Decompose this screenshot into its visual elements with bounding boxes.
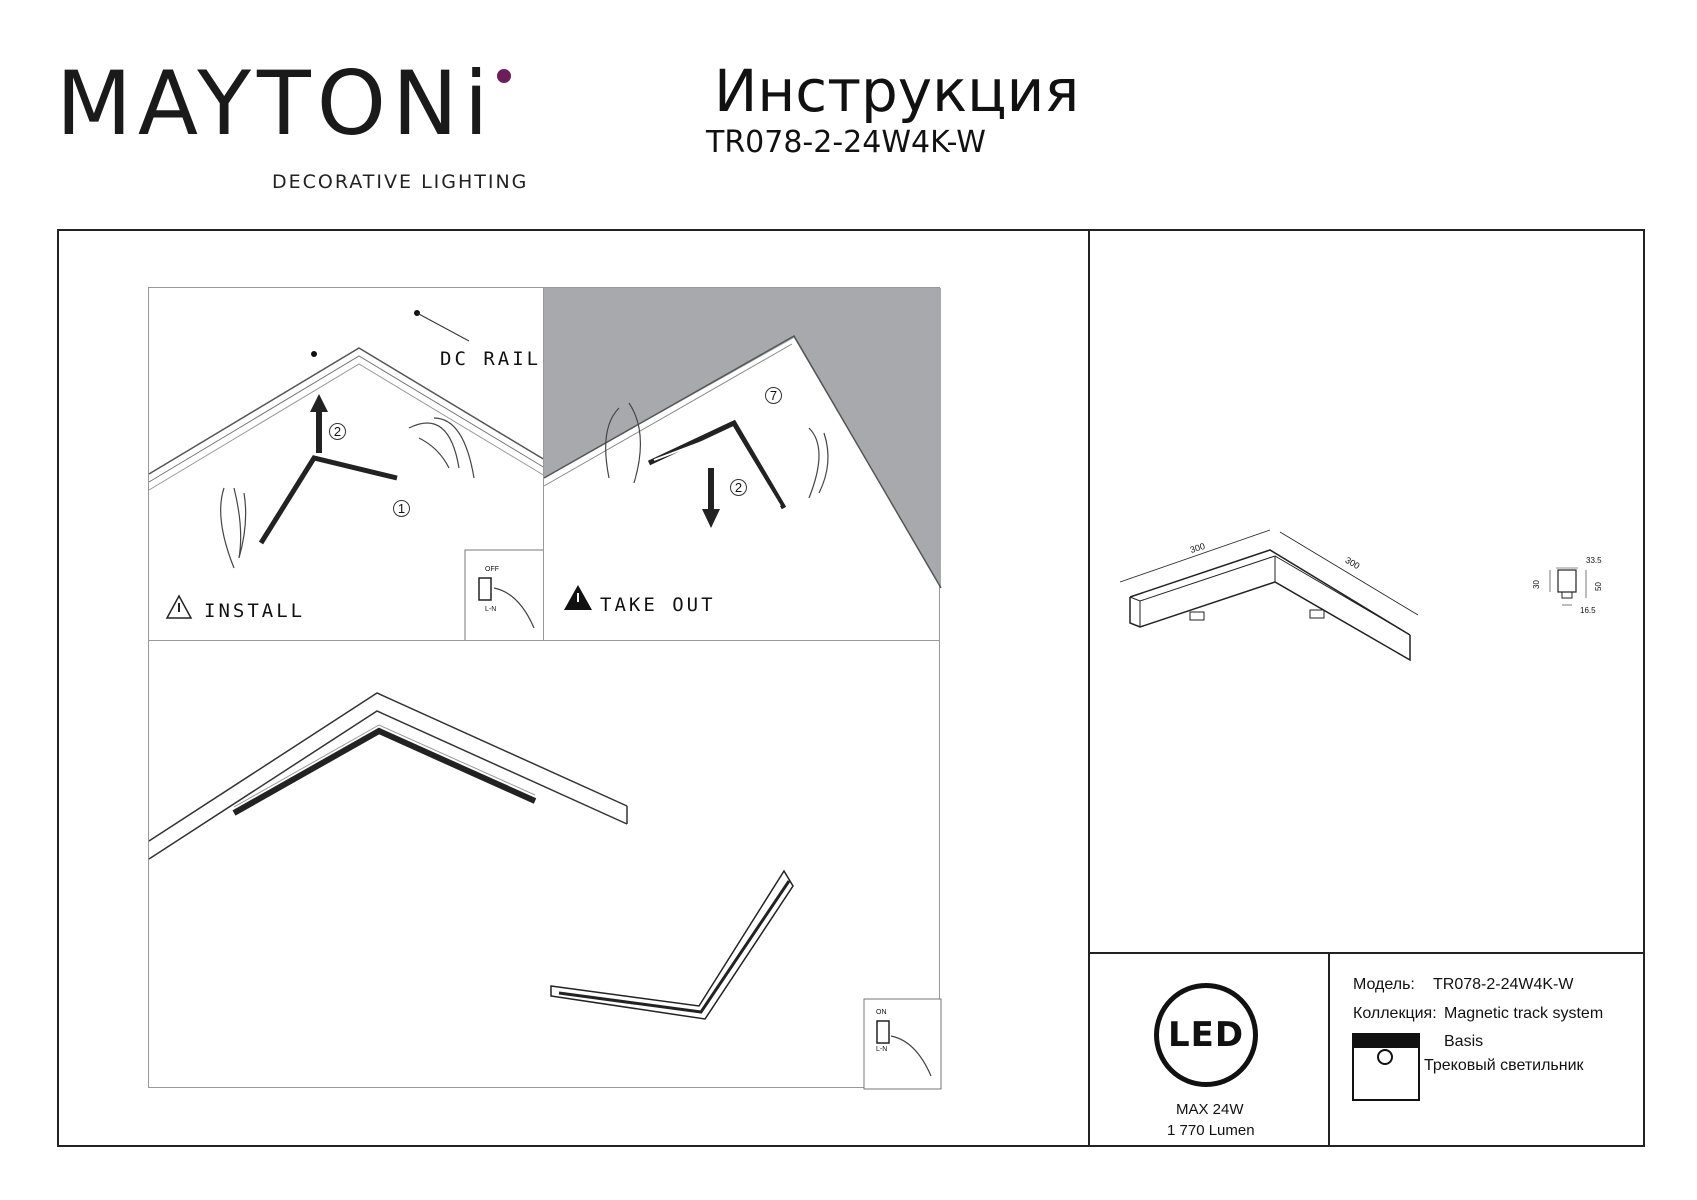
frame-divider-spec <box>1328 952 1330 1147</box>
brand-logo: MAYTONi <box>56 52 495 155</box>
takeout-illustration <box>543 288 942 610</box>
install-label: INSTALL <box>204 600 306 622</box>
track-light-icon <box>1352 1033 1420 1101</box>
content-frame <box>57 229 1645 1147</box>
takeout-panel: 7 2 TAKE OUT <box>543 287 942 641</box>
dimension-width: 33.5 <box>1586 556 1602 565</box>
takeout-label: TAKE OUT <box>600 594 716 616</box>
document-title: Инструкция <box>714 57 1080 125</box>
dc-rail-label: DC RAIL <box>440 348 542 370</box>
brand-subtitle: DECORATIVE LIGHTING <box>272 171 529 193</box>
document-model: TR078-2-24W4K-W <box>706 125 986 160</box>
frame-divider-vertical <box>1088 229 1090 1147</box>
takeout-step-1-marker: 7 <box>765 387 782 404</box>
install-step-1-marker: 1 <box>393 500 410 517</box>
install-illustration <box>148 310 546 643</box>
bottom-switch-ln-label: L-N <box>876 1046 888 1053</box>
led-badge: LED <box>1154 983 1258 1087</box>
collection-value: Magnetic track system <box>1444 1005 1604 1022</box>
install-panel: DC RAIL 2 1 OFF L-N INSTALL <box>148 287 546 643</box>
product-type: Трековый светильник <box>1424 1057 1584 1074</box>
mounted-lamp-panel: ON L-N <box>148 640 942 1090</box>
collection-sub: Basis <box>1444 1033 1484 1050</box>
max-power: MAX 24W <box>1176 1101 1244 1118</box>
dimension-depth: 30 <box>1531 580 1541 589</box>
collection-label: Коллекция: <box>1353 1005 1437 1022</box>
mounted-lamp-illustration <box>148 692 942 1090</box>
logo-accent-dot <box>497 69 511 83</box>
dimension-height: 50 <box>1593 582 1603 591</box>
dimension-drawing <box>1119 529 1419 662</box>
lumen-output: 1 770 Lumen <box>1167 1122 1255 1139</box>
cross-section-drawing <box>1549 567 1587 606</box>
frame-divider-horizontal <box>1088 952 1645 954</box>
bottom-switch-on-label: ON <box>876 1009 887 1016</box>
dimension-base: 16.5 <box>1580 606 1596 615</box>
model-value: TR078-2-24W4K-W <box>1433 976 1574 993</box>
install-step-2-marker: 2 <box>329 423 346 440</box>
takeout-step-2-marker: 2 <box>730 479 747 496</box>
model-label: Модель: <box>1353 976 1415 993</box>
switch-ln-label: L-N <box>485 606 497 613</box>
switch-off-label: OFF <box>485 566 499 573</box>
